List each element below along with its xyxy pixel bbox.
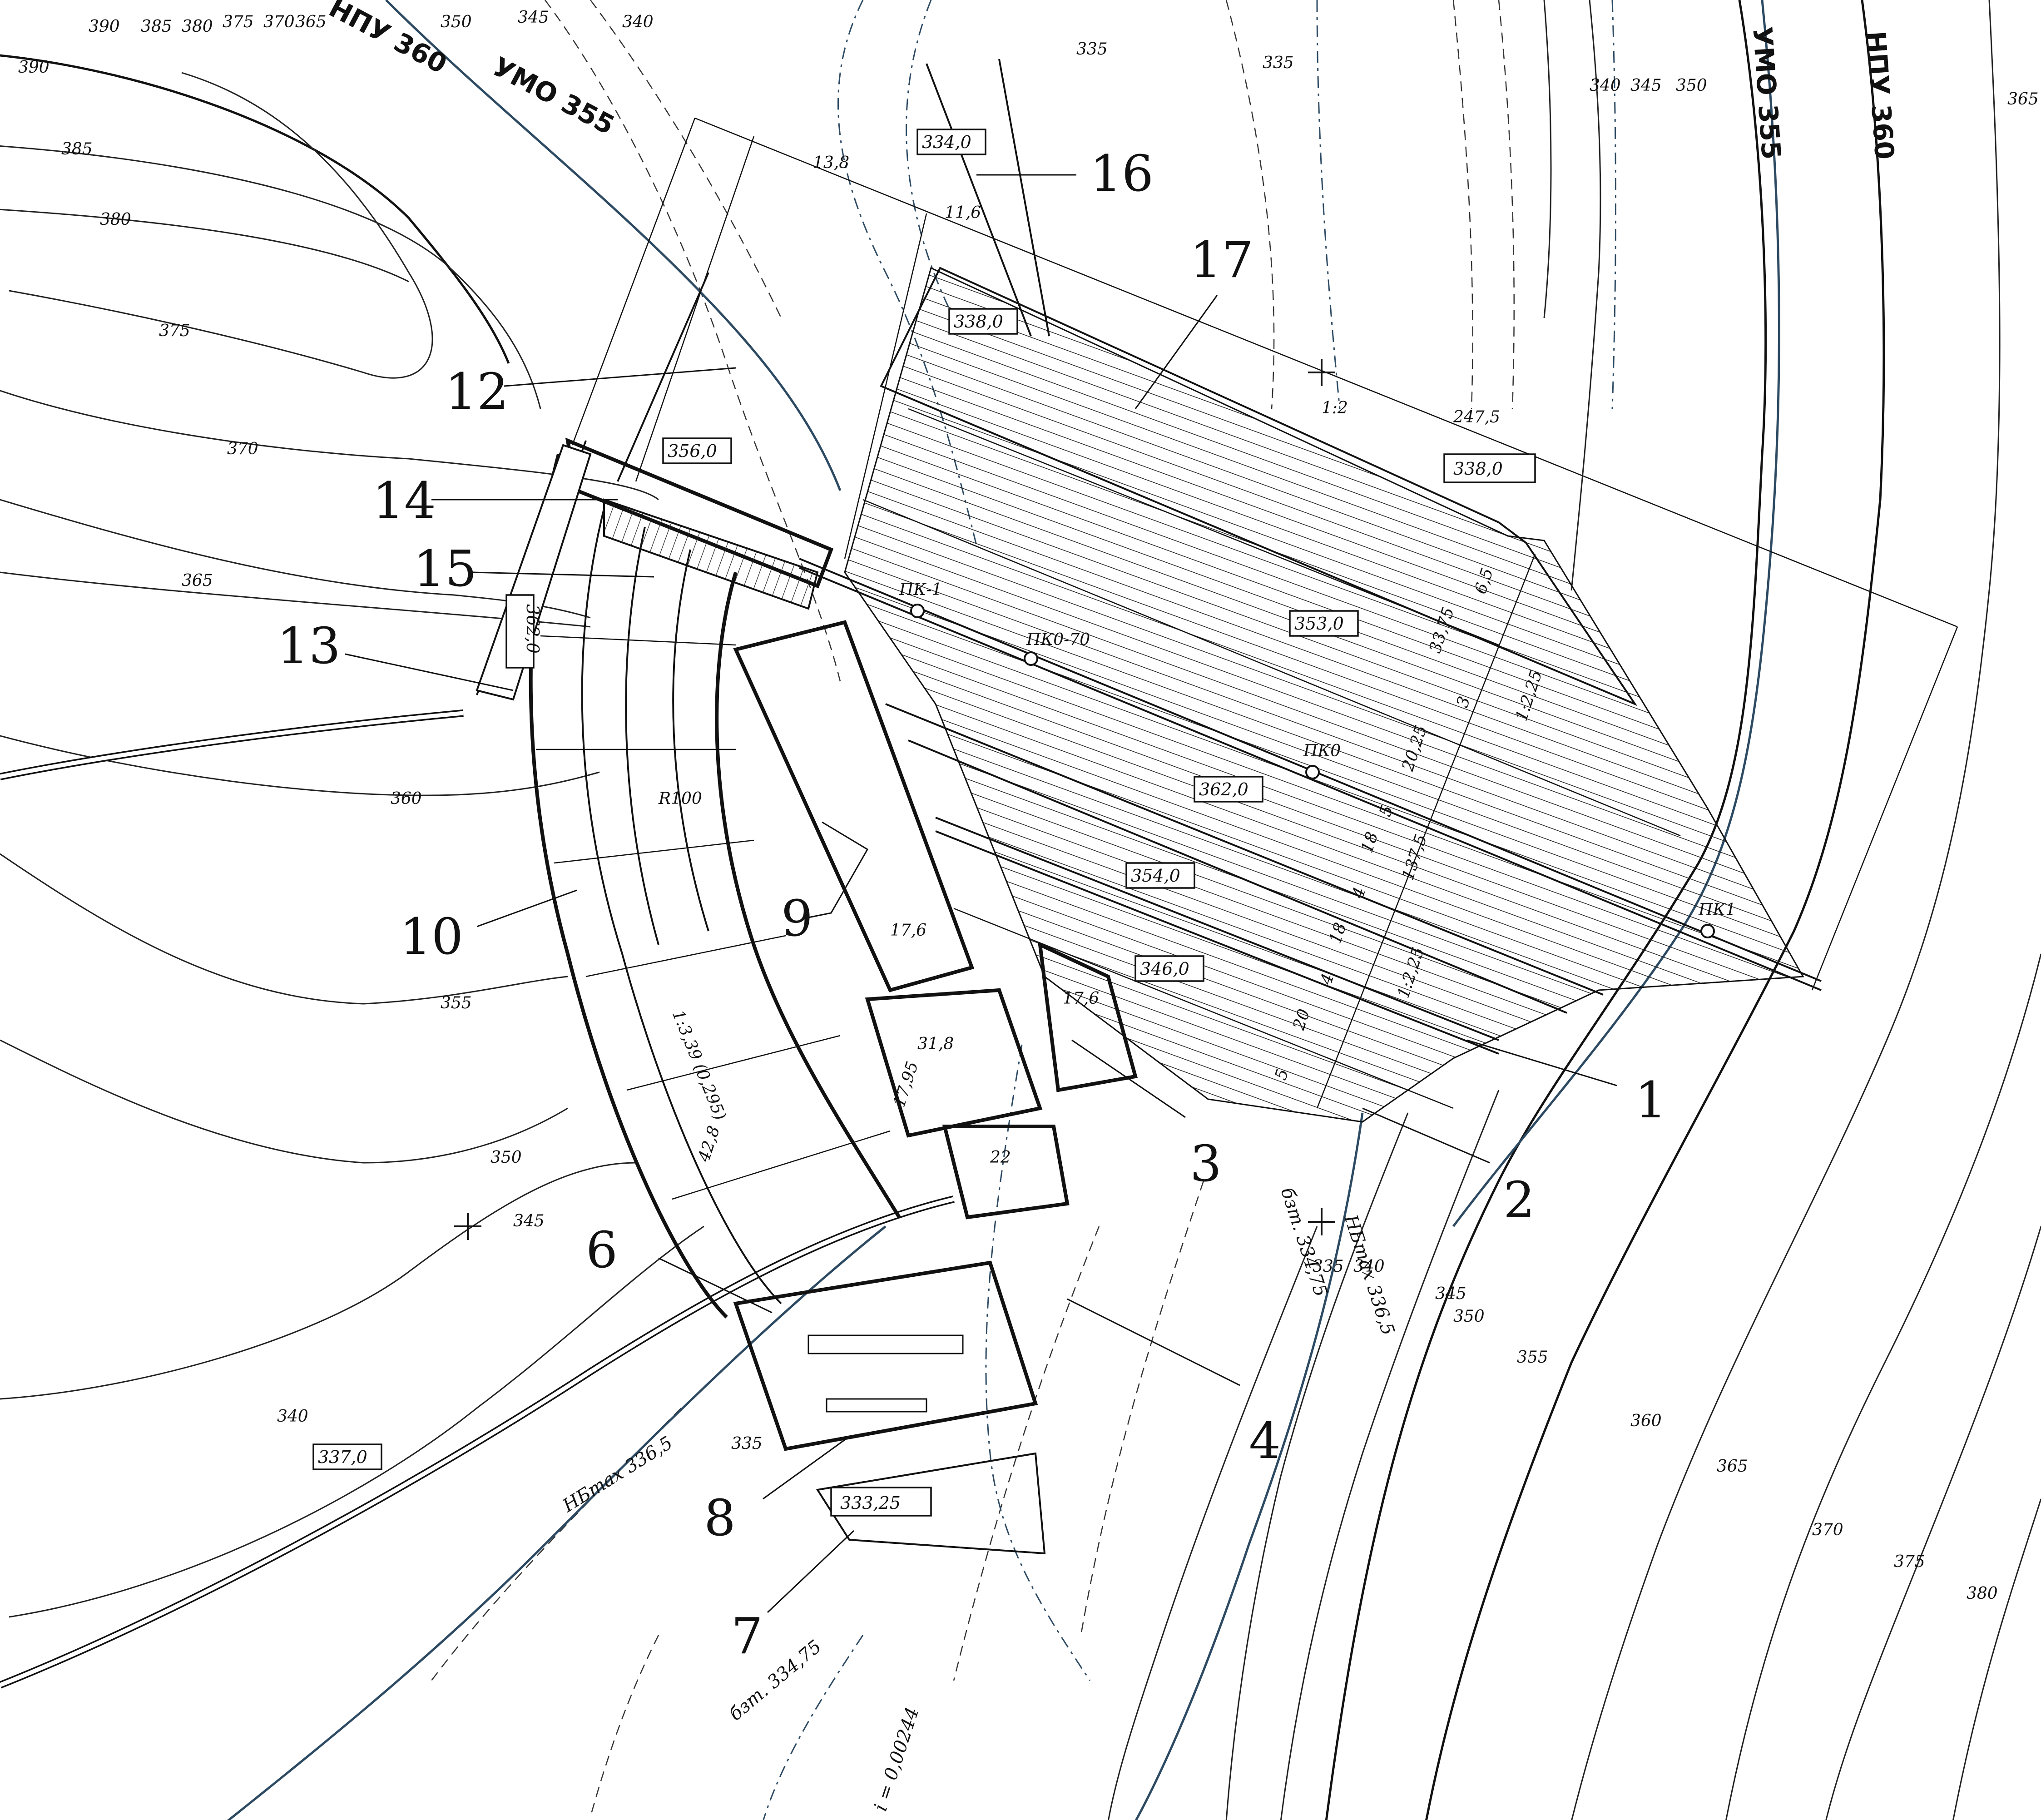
callout-17: 17 bbox=[1190, 231, 1253, 289]
svg-text:бзт. 334,75: бзт. 334,75 bbox=[1276, 1185, 1331, 1299]
svg-text:390: 390 bbox=[89, 17, 120, 36]
callout-4: 4 bbox=[1249, 1412, 1281, 1470]
svg-text:380: 380 bbox=[182, 17, 213, 36]
svg-text:345: 345 bbox=[1630, 76, 1662, 95]
svg-text:1:3,39 (0,295): 1:3,39 (0,295) bbox=[669, 1007, 730, 1123]
svg-text:247,5: 247,5 bbox=[1453, 408, 1500, 426]
svg-text:НПУ 360: НПУ 360 bbox=[324, 0, 452, 79]
svg-text:337,0: 337,0 bbox=[318, 1447, 367, 1467]
svg-text:355: 355 bbox=[1517, 1348, 1548, 1367]
svg-text:i = 0,00244: i = 0,00244 bbox=[870, 1705, 923, 1814]
callout-7: 7 bbox=[731, 1607, 763, 1665]
svg-text:375: 375 bbox=[223, 13, 254, 31]
svg-text:380: 380 bbox=[100, 210, 131, 229]
svg-text:НБmax 336,5: НБmax 336,5 bbox=[559, 1432, 676, 1517]
svg-text:338,0: 338,0 bbox=[1453, 459, 1503, 479]
svg-text:356,0: 356,0 bbox=[668, 441, 717, 461]
svg-text:ПК0: ПК0 bbox=[1303, 742, 1341, 760]
water-level-lines bbox=[227, 0, 1780, 1820]
svg-text:362,0: 362,0 bbox=[1199, 779, 1248, 799]
elevation-marks: 334,0 338,0 356,0 338,0 353,0 362,0 362,… bbox=[312, 129, 1536, 1517]
svg-text:11,6: 11,6 bbox=[945, 203, 981, 222]
station-markers: ПК-1 ПК0-70 ПК0 ПК1 bbox=[899, 580, 1736, 938]
spillway-structures bbox=[476, 59, 1138, 1555]
svg-text:340: 340 bbox=[1353, 1257, 1385, 1276]
svg-text:345: 345 bbox=[513, 1212, 545, 1230]
callout-9: 9 bbox=[781, 889, 813, 947]
svg-text:350: 350 bbox=[1676, 76, 1707, 95]
contour-labels: 390 385 380 375 370 365 360 355 350 345 … bbox=[18, 8, 2039, 1603]
svg-text:355: 355 bbox=[441, 994, 472, 1012]
svg-text:ПК1: ПК1 bbox=[1698, 901, 1736, 919]
svg-text:УМО 355: УМО 355 bbox=[1747, 25, 1787, 160]
callout-6: 6 bbox=[586, 1221, 618, 1279]
svg-text:НПУ 360: НПУ 360 bbox=[1860, 30, 1900, 160]
svg-text:42,8: 42,8 bbox=[694, 1124, 723, 1165]
svg-text:340: 340 bbox=[622, 13, 654, 31]
access-roads bbox=[0, 709, 955, 1689]
svg-text:385: 385 bbox=[61, 140, 93, 159]
survey-crosses bbox=[454, 359, 1335, 1240]
svg-text:ПК0-70: ПК0-70 bbox=[1026, 630, 1090, 649]
svg-text:380: 380 bbox=[1967, 1584, 1998, 1603]
svg-text:390: 390 bbox=[18, 58, 50, 77]
callout-2: 2 bbox=[1503, 1171, 1535, 1229]
callout-12: 12 bbox=[445, 362, 509, 421]
svg-text:340: 340 bbox=[1590, 76, 1621, 95]
svg-text:1:2: 1:2 bbox=[1322, 399, 1348, 417]
left-hill-contours bbox=[0, 54, 704, 1618]
callout-10: 10 bbox=[400, 908, 463, 966]
svg-text:345: 345 bbox=[518, 8, 549, 27]
svg-text:334,0: 334,0 bbox=[922, 132, 971, 152]
callout-1: 1 bbox=[1635, 1071, 1667, 1129]
svg-text:353,0: 353,0 bbox=[1294, 614, 1344, 634]
svg-text:365: 365 bbox=[182, 571, 213, 590]
svg-text:375: 375 bbox=[159, 322, 190, 340]
svg-text:362,0: 362,0 bbox=[523, 604, 543, 654]
svg-text:365: 365 bbox=[1717, 1457, 1748, 1476]
svg-text:360: 360 bbox=[1630, 1412, 1662, 1430]
callout-13: 13 bbox=[277, 617, 341, 675]
svg-text:340: 340 bbox=[277, 1407, 308, 1426]
left-hill-dashed-contours bbox=[431, 0, 841, 1817]
svg-text:365: 365 bbox=[295, 13, 327, 31]
callout-15: 15 bbox=[413, 540, 477, 598]
callout-labels: 1 2 3 4 6 7 8 9 10 12 13 14 15 16 17 bbox=[277, 144, 1667, 1665]
svg-text:346,0: 346,0 bbox=[1140, 959, 1189, 979]
svg-text:350: 350 bbox=[490, 1148, 522, 1167]
svg-text:385: 385 bbox=[141, 17, 172, 36]
svg-text:370: 370 bbox=[263, 13, 295, 31]
right-dashed-contours bbox=[953, 0, 1515, 1681]
svg-text:335: 335 bbox=[1263, 54, 1294, 72]
callout-14: 14 bbox=[372, 471, 436, 530]
svg-text:R100: R100 bbox=[658, 789, 702, 808]
svg-text:333,25: 333,25 bbox=[840, 1493, 901, 1513]
svg-text:350: 350 bbox=[1453, 1307, 1485, 1326]
svg-text:370: 370 bbox=[227, 440, 258, 458]
callout-16: 16 bbox=[1090, 144, 1154, 203]
svg-text:365: 365 bbox=[2007, 90, 2039, 109]
svg-text:22: 22 bbox=[990, 1148, 1011, 1167]
svg-text:345: 345 bbox=[1435, 1284, 1466, 1303]
svg-text:375: 375 bbox=[1894, 1552, 1925, 1571]
svg-text:338,0: 338,0 bbox=[954, 312, 1003, 332]
svg-text:ПК-1: ПК-1 bbox=[899, 580, 942, 599]
svg-text:31,8: 31,8 bbox=[917, 1035, 954, 1053]
svg-text:УМО 355: УМО 355 bbox=[487, 51, 619, 141]
svg-text:360: 360 bbox=[391, 789, 422, 808]
svg-text:335: 335 bbox=[1076, 40, 1108, 59]
svg-text:354,0: 354,0 bbox=[1131, 866, 1180, 886]
svg-text:13,8: 13,8 bbox=[813, 154, 849, 172]
svg-text:17,6: 17,6 bbox=[890, 921, 926, 940]
callout-8: 8 bbox=[704, 1489, 736, 1547]
svg-text:335: 335 bbox=[1313, 1257, 1344, 1276]
callout-3: 3 bbox=[1190, 1135, 1222, 1193]
svg-text:17,6: 17,6 bbox=[1063, 989, 1099, 1008]
svg-text:370: 370 bbox=[1812, 1521, 1843, 1539]
svg-text:350: 350 bbox=[441, 13, 472, 31]
svg-text:НБmax 336,5: НБmax 336,5 bbox=[1340, 1212, 1398, 1338]
svg-text:335: 335 bbox=[731, 1434, 763, 1453]
